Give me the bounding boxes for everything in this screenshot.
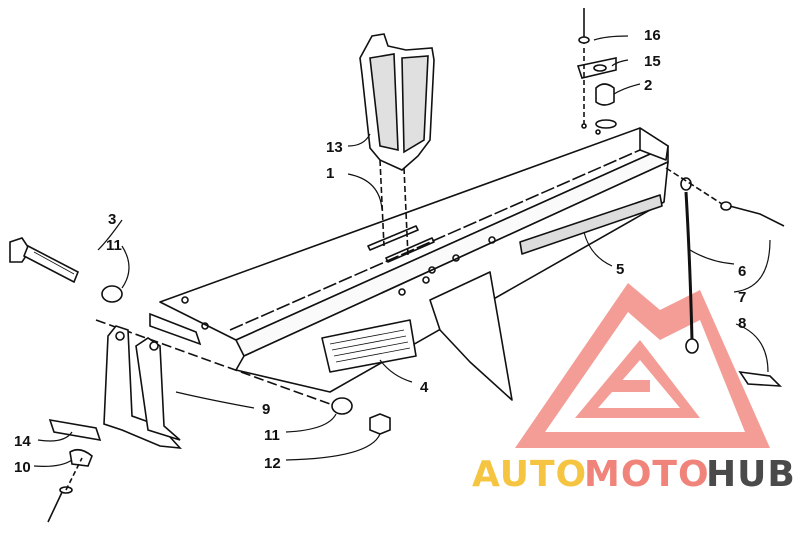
callout-9: 9 bbox=[262, 401, 270, 418]
callout-16: 16 bbox=[644, 27, 661, 44]
callout-13: 13 bbox=[326, 139, 343, 156]
callout-6: 6 bbox=[738, 263, 746, 280]
callout-14: 14 bbox=[14, 433, 31, 450]
leader-lines bbox=[33, 35, 771, 467]
callout-1: 1 bbox=[326, 165, 334, 182]
step-board bbox=[159, 119, 669, 401]
clevis-pin bbox=[47, 418, 102, 523]
bolt-assembly bbox=[9, 237, 331, 405]
callout-8: 8 bbox=[738, 315, 746, 332]
callout-10: 10 bbox=[14, 459, 31, 476]
safety-cable bbox=[665, 167, 785, 387]
callout-labels: 1 2 3 4 5 6 7 8 9 10 11 11 12 13 14 15 1… bbox=[14, 27, 746, 476]
watermark-moto: MOTO bbox=[584, 454, 710, 495]
grommet-assembly bbox=[576, 8, 617, 124]
watermark-hub: HUB bbox=[706, 454, 796, 495]
callout-11-top: 11 bbox=[106, 237, 122, 254]
callout-2: 2 bbox=[644, 77, 652, 94]
heel-pad bbox=[359, 33, 435, 257]
nut-washer bbox=[331, 397, 391, 435]
watermark-auto: AUTO bbox=[472, 454, 587, 495]
callout-15: 15 bbox=[644, 53, 661, 70]
watermark-wordmark: AUTO MOTO HUB bbox=[472, 454, 796, 495]
callout-3: 3 bbox=[108, 211, 116, 228]
callout-12: 12 bbox=[264, 455, 281, 472]
watermark-logo bbox=[515, 283, 770, 448]
callout-7: 7 bbox=[738, 289, 746, 306]
callout-5: 5 bbox=[616, 261, 624, 278]
support-bracket bbox=[103, 325, 182, 450]
callout-4: 4 bbox=[420, 379, 429, 396]
callout-11-bottom: 11 bbox=[264, 427, 280, 444]
